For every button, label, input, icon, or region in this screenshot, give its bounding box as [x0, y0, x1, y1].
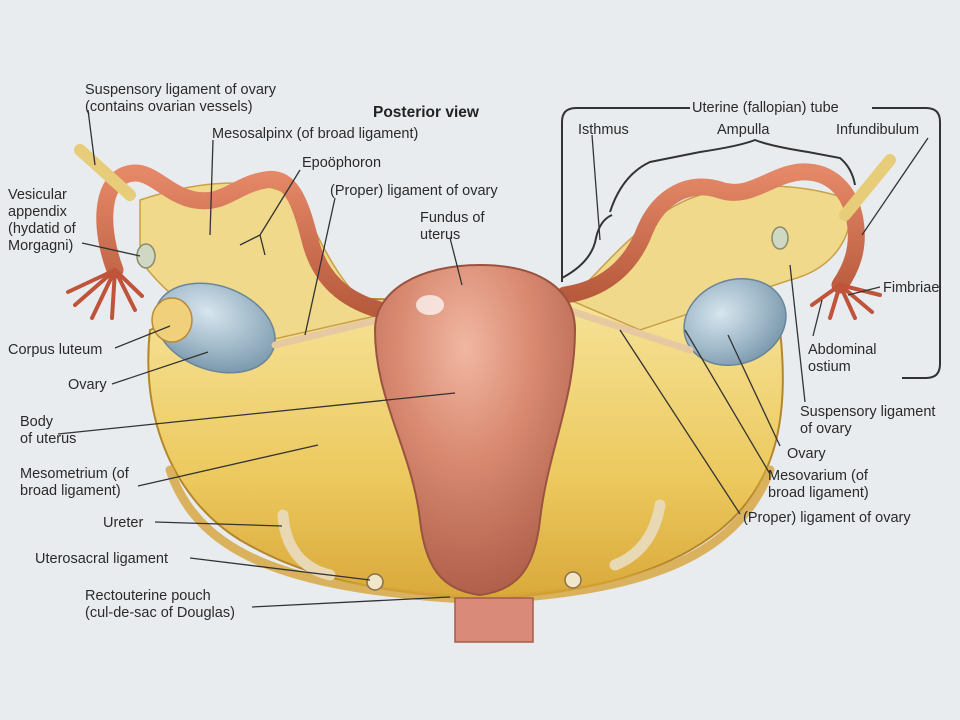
- label-ovary-right: Ovary: [787, 446, 826, 462]
- label-corpus-luteum: Corpus luteum: [8, 342, 103, 358]
- uterosacral-left: [366, 573, 384, 591]
- uterus-highlight: [416, 295, 444, 315]
- label-ampulla: Ampulla: [717, 122, 770, 138]
- label-suspensory-ligament-left: Suspensory ligament of ovary(contains ov…: [85, 82, 277, 115]
- suspensory-ligament-left-vessels: [74, 144, 136, 201]
- isthmus-bracket: [561, 214, 613, 279]
- leader-lines: [57, 109, 929, 608]
- suspensory-ligament-right-vessels: [839, 154, 896, 221]
- label-uterosacral-ligament: Uterosacral ligament: [35, 551, 168, 567]
- label-isthmus: Isthmus: [578, 122, 629, 138]
- ampulla-bracket: [609, 138, 856, 213]
- vesicular-appendix-left: [136, 243, 156, 269]
- label-ovary-left: Ovary: [68, 377, 107, 393]
- label-proper-ligament-top: (Proper) ligament of ovary: [330, 183, 498, 199]
- label-infundibulum: Infundibulum: [836, 122, 920, 138]
- proper-ligament-right: [564, 306, 694, 354]
- uterosacral-right: [564, 571, 582, 589]
- proper-ligament-left: [271, 316, 382, 349]
- tube-outer-bracket: [561, 107, 941, 379]
- vesicular-appendix-right: [771, 226, 789, 250]
- label-proper-ligament-bottom: (Proper) ligament of ovary: [743, 510, 911, 526]
- label-mesosalpinx: Mesosalpinx (of broad ligament): [212, 126, 419, 142]
- label-fimbriae: Fimbriae: [883, 280, 940, 296]
- fimbriae-left: [66, 268, 144, 320]
- rectum-shape: [454, 597, 534, 643]
- corpus-luteum-shape: [151, 297, 193, 343]
- label-rectouterine-pouch: Rectouterine pouch(cul-de-sac of Douglas…: [85, 588, 235, 621]
- view-title: Posterior view: [373, 104, 479, 121]
- ureter-right: [609, 499, 666, 571]
- label-epoophoron: Epoöphoron: [302, 155, 382, 171]
- uterine-tube-right: [556, 163, 865, 304]
- uterus-shape: [373, 263, 577, 597]
- ovary-right-shape: [683, 277, 787, 367]
- fimbriae-right: [810, 283, 882, 320]
- label-uterine-tube: Uterine (fallopian) tube: [692, 100, 839, 116]
- ureter-left: [277, 509, 336, 581]
- label-ureter: Ureter: [103, 515, 144, 531]
